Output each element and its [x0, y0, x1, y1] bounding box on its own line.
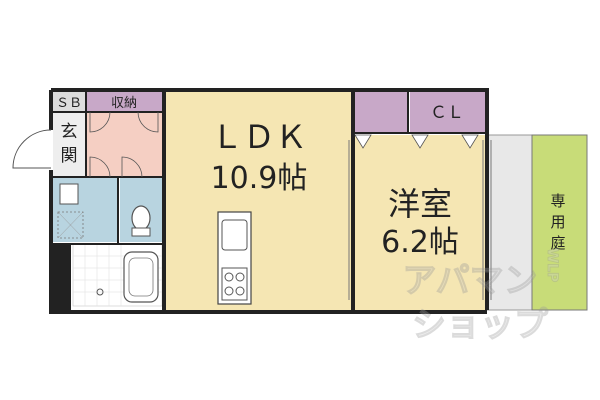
- garden-label-1: 専: [550, 192, 565, 210]
- sink-icon: [221, 219, 248, 251]
- entrance-area: [53, 112, 86, 177]
- pipe-shaft: [51, 244, 71, 312]
- watermark-side: WLP: [544, 248, 560, 283]
- closet-left: [355, 92, 407, 132]
- entrance-door-icon: [12, 129, 52, 169]
- closet-door-icons: [354, 134, 479, 149]
- ldk-room: [165, 92, 353, 310]
- western-room: [353, 135, 487, 310]
- ldk-size-label: 10.9帖: [211, 161, 308, 196]
- storage-label: 収納: [111, 96, 137, 111]
- private-garden: [531, 134, 588, 311]
- watermark-line1: アパマン: [402, 261, 537, 301]
- toilet-icon: [131, 205, 151, 231]
- entrance-label-1: 玄: [61, 122, 78, 142]
- balcony-area: [486, 134, 533, 311]
- closet-label: ＣＬ: [430, 103, 464, 123]
- watermark-line2: ショップ: [412, 305, 548, 345]
- watermark-logo: アパマン ショップ WLP: [402, 247, 561, 345]
- door-swing-icon: [121, 156, 143, 178]
- shoebox-label: ＳＢ: [56, 96, 82, 111]
- closet-room: [410, 92, 485, 132]
- window-lines: [348, 140, 492, 300]
- shoebox-area: [53, 92, 86, 112]
- western-room-label: 洋室: [388, 185, 452, 223]
- storage-area: [86, 92, 162, 112]
- shower-icon: [96, 288, 104, 296]
- bathtub-icon: [123, 251, 159, 303]
- door-swing-icon: [137, 111, 159, 133]
- washing-machine-pan-icon: [57, 211, 84, 239]
- stove-icon: [221, 267, 248, 301]
- door-swing-icon: [89, 111, 111, 133]
- door-swing-icon: [89, 156, 111, 178]
- entrance-label-2: 関: [61, 146, 78, 166]
- garden-label-2: 用: [550, 213, 565, 231]
- western-room-size-label: 6.2帖: [381, 225, 459, 260]
- hallway: [86, 112, 162, 177]
- ldk-label: ＬＤＫ: [211, 118, 307, 156]
- garden-label-3: 庭: [550, 234, 565, 252]
- interior-walls: [51, 90, 487, 245]
- washbasin-icon: [59, 183, 79, 205]
